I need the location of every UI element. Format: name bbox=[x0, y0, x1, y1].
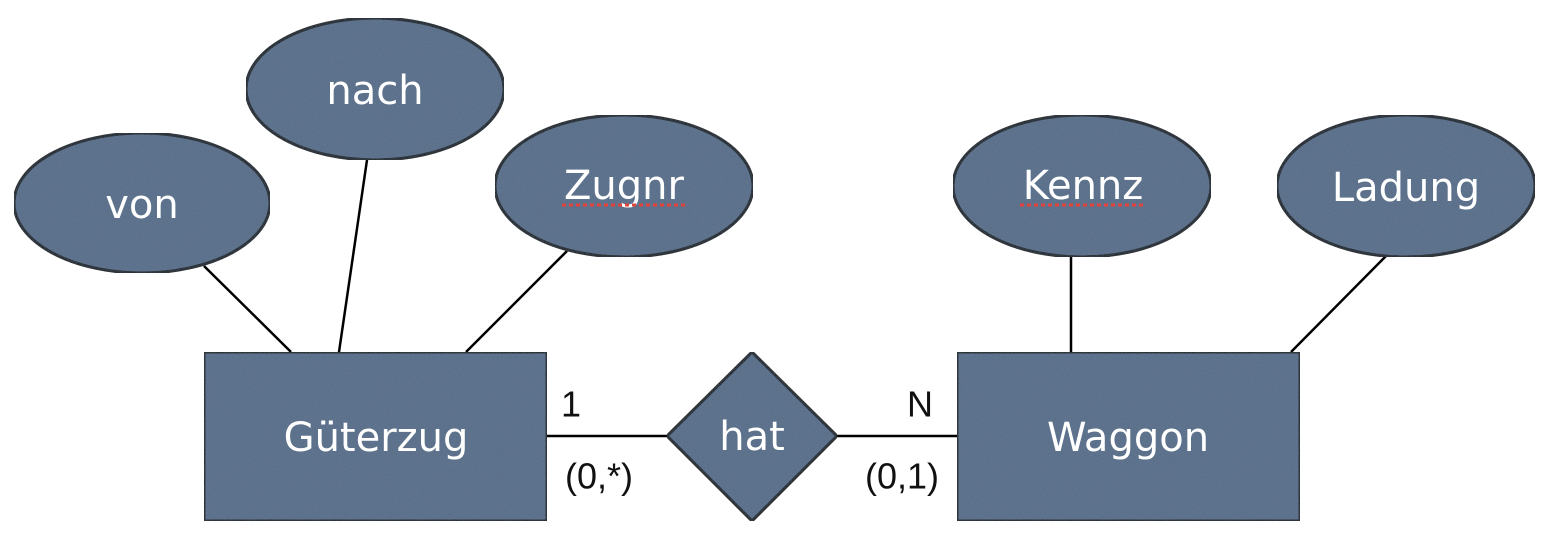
attribute-ellipse bbox=[244, 16, 506, 162]
attribute-von-label: von bbox=[105, 182, 179, 228]
attribute-von[interactable]: von bbox=[12, 131, 272, 275]
attribute-nach[interactable]: nach bbox=[244, 16, 506, 162]
attribute-ellipse bbox=[1275, 113, 1537, 259]
attribute-zugnr-label: Zugnr bbox=[564, 163, 684, 209]
min-max-gueterzug: (0,*) bbox=[565, 456, 633, 497]
relationship-hat[interactable]: hat bbox=[664, 349, 840, 524]
edge-zugnr-gueterzug bbox=[465, 250, 568, 353]
relationship-diamond bbox=[664, 349, 840, 524]
attribute-kennz[interactable]: Kennz bbox=[951, 113, 1213, 259]
attribute-ladung[interactable]: Ladung bbox=[1275, 113, 1537, 259]
attribute-ellipse bbox=[12, 131, 272, 275]
entity-rect bbox=[202, 350, 549, 523]
attribute-zugnr[interactable]: Zugnr bbox=[493, 113, 755, 259]
attribute-nach-label: nach bbox=[326, 68, 423, 114]
entity-waggon-label: Waggon bbox=[1047, 415, 1209, 461]
cardinality-waggon: N bbox=[907, 384, 933, 425]
entity-gueterzug[interactable]: Güterzug bbox=[202, 350, 549, 523]
entity-waggon[interactable]: Waggon bbox=[955, 350, 1302, 523]
attribute-ladung-label: Ladung bbox=[1332, 165, 1480, 211]
cardinality-gueterzug: 1 bbox=[561, 384, 581, 425]
attribute-ellipse bbox=[951, 113, 1213, 259]
edge-nach-gueterzug bbox=[337, 159, 369, 353]
edge-ladung-waggon bbox=[1290, 255, 1387, 353]
attribute-kennz-label: Kennz bbox=[1023, 163, 1144, 209]
min-max-waggon: (0,1) bbox=[865, 456, 939, 497]
entity-rect bbox=[955, 350, 1302, 523]
relationship-hat-label: hat bbox=[719, 414, 785, 460]
entity-gueterzug-label: Güterzug bbox=[284, 415, 469, 461]
edge-von-gueterzug bbox=[203, 265, 292, 353]
attribute-ellipse bbox=[493, 113, 755, 259]
